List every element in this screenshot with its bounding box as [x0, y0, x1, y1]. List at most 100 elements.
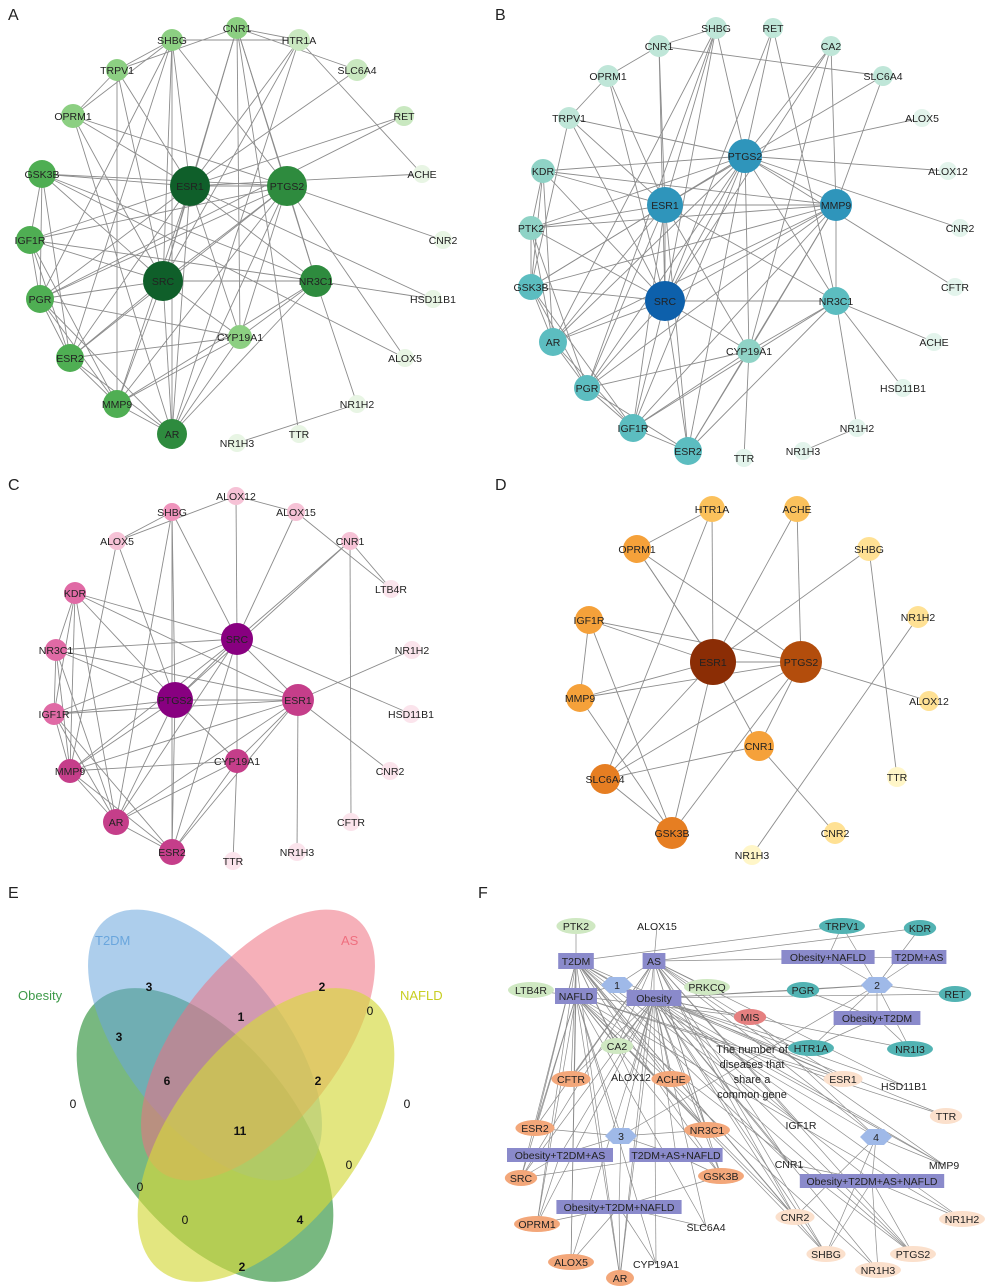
node-label: PTK2: [518, 223, 544, 235]
node-cnr2: [381, 762, 399, 780]
node-alox15: [287, 503, 305, 521]
f-node-ellipse: [890, 1246, 936, 1262]
edge-esr1-kdr: [542, 170, 666, 206]
f-node-ellipse: [903, 920, 937, 936]
f-node-slc6a4: SLC6A4: [686, 1222, 725, 1234]
edge-shbg-ar: [552, 27, 717, 343]
f-node-obesity: Obesity: [626, 990, 682, 1006]
edge-nafld-oprm1: [536, 995, 577, 1225]
node-trpv1: [558, 107, 580, 129]
edge-ptgs2-gsk3b: [671, 661, 802, 834]
node-esr1: [690, 639, 736, 685]
f-node-label: MMP9: [929, 1160, 959, 1172]
f-node-mis: MIS: [733, 1009, 767, 1025]
node-cnr1: [648, 35, 670, 57]
node-src: [143, 261, 183, 301]
node-mmp9: [566, 684, 594, 712]
node-label: CYP19A1: [217, 332, 263, 344]
f-node-oprm1: OPRM1: [514, 1216, 560, 1232]
node-gsk3b: [518, 274, 544, 300]
f-node-ellipse: [775, 1209, 815, 1225]
edge-alox5-mmp9: [69, 540, 118, 772]
node-pgr: [574, 375, 600, 401]
edge-esr1-htr1a: [711, 508, 714, 663]
edge-esr1-ret: [189, 115, 405, 187]
node-label: HSD11B1: [388, 709, 434, 721]
node-ptk2: [519, 216, 543, 240]
edge-htr1a-slc6a4: [604, 508, 713, 780]
node-alox12: [227, 487, 245, 505]
edge-src-nr3c1: [55, 638, 238, 651]
edge-nr3c1-hsd11b1: [835, 300, 904, 389]
edge-src-igf1r: [632, 300, 666, 429]
node-kdr: [64, 582, 86, 604]
node-label: NR1H3: [786, 446, 821, 458]
node-label: MMP9: [565, 693, 595, 705]
edge-src-shbg: [162, 39, 173, 282]
node-htr1a: [699, 496, 725, 522]
f-node-box: [556, 1200, 682, 1214]
edge-obesity-cnr2: [653, 997, 796, 1218]
edge-ptgs2-cnr2: [286, 185, 444, 241]
f-node-label: Obesity+NAFLD: [790, 952, 867, 964]
f-node-label: Obesity+T2DM+AS: [515, 1150, 605, 1162]
edge-src-alox15: [236, 511, 297, 640]
f-node-label: NR1H2: [945, 1214, 980, 1226]
f-node-ellipse: [887, 1041, 933, 1057]
edge-src-mmp9: [69, 638, 238, 772]
venn-set-label-t2dm: T2DM: [95, 933, 130, 948]
edge-esr1-esr2: [171, 699, 299, 853]
node-ache: [925, 333, 943, 351]
edge-ptgs2-alox12: [800, 661, 930, 702]
edge-obesity-nr1h3: [653, 997, 879, 1271]
node-label: CYP19A1: [214, 756, 260, 768]
node-label: PGR: [29, 294, 52, 306]
edge-nafld-ptgs2: [575, 995, 914, 1255]
node-label: CFTR: [337, 817, 365, 829]
edge-cyp19a1-ttr: [232, 760, 238, 862]
node-slc6a4: [873, 66, 893, 86]
node-cnr1: [226, 17, 248, 39]
edge-nafld-gsk3b: [575, 995, 722, 1177]
node-label: CNR1: [336, 536, 365, 548]
venn-count: 6: [164, 1074, 171, 1088]
node-label: AR: [109, 817, 124, 829]
edge-ptgs2-alox5: [286, 185, 406, 359]
edge-nr1h3-nr1h2: [802, 427, 858, 452]
edge-src-gsk3b: [41, 173, 164, 282]
edge-esr1-slc6a4: [189, 69, 358, 187]
f-node-label: ESR2: [521, 1123, 549, 1135]
node-cnr2: [434, 231, 452, 249]
f-node-ellipse: [548, 1254, 594, 1270]
node-igf1r: [619, 414, 647, 442]
f-node-label: 3: [618, 1131, 624, 1143]
node-label: NR3C1: [299, 276, 334, 288]
edge-ptgs2-oprm1: [72, 115, 288, 187]
edge-gsk3b-esr2: [41, 173, 71, 359]
node-label: ESR1: [176, 181, 204, 193]
f-node-htr1a: HTR1A: [788, 1040, 834, 1056]
node-nr1h3: [288, 843, 306, 861]
edge-esr1-ptk2: [530, 204, 666, 229]
edge-ptk2-pgr: [530, 227, 588, 389]
node-mmp9: [58, 759, 82, 783]
node-label: GSK3B: [654, 828, 689, 840]
node-pgr: [26, 285, 54, 313]
edge-src-trpv1: [116, 69, 164, 282]
f-node-label: CA2: [607, 1041, 628, 1053]
edge-htr1a-ache: [298, 39, 423, 175]
venn-count: 0: [367, 1004, 374, 1018]
node-ret: [394, 106, 414, 126]
f-node-ellipse: [651, 1071, 691, 1087]
edge-shbg-esr2: [69, 39, 173, 359]
f-node-ellipse: [504, 1170, 538, 1186]
node-alox5: [396, 349, 414, 367]
node-ptgs2: [780, 641, 822, 683]
edge-obesity-ptgs2: [653, 997, 914, 1255]
f-node-box: [799, 1174, 945, 1188]
f-node-box: [891, 950, 947, 964]
node-label: GSK3B: [513, 282, 548, 294]
node-label: PTGS2: [158, 695, 193, 707]
edge-obesity-slc6a4: [653, 997, 707, 1228]
